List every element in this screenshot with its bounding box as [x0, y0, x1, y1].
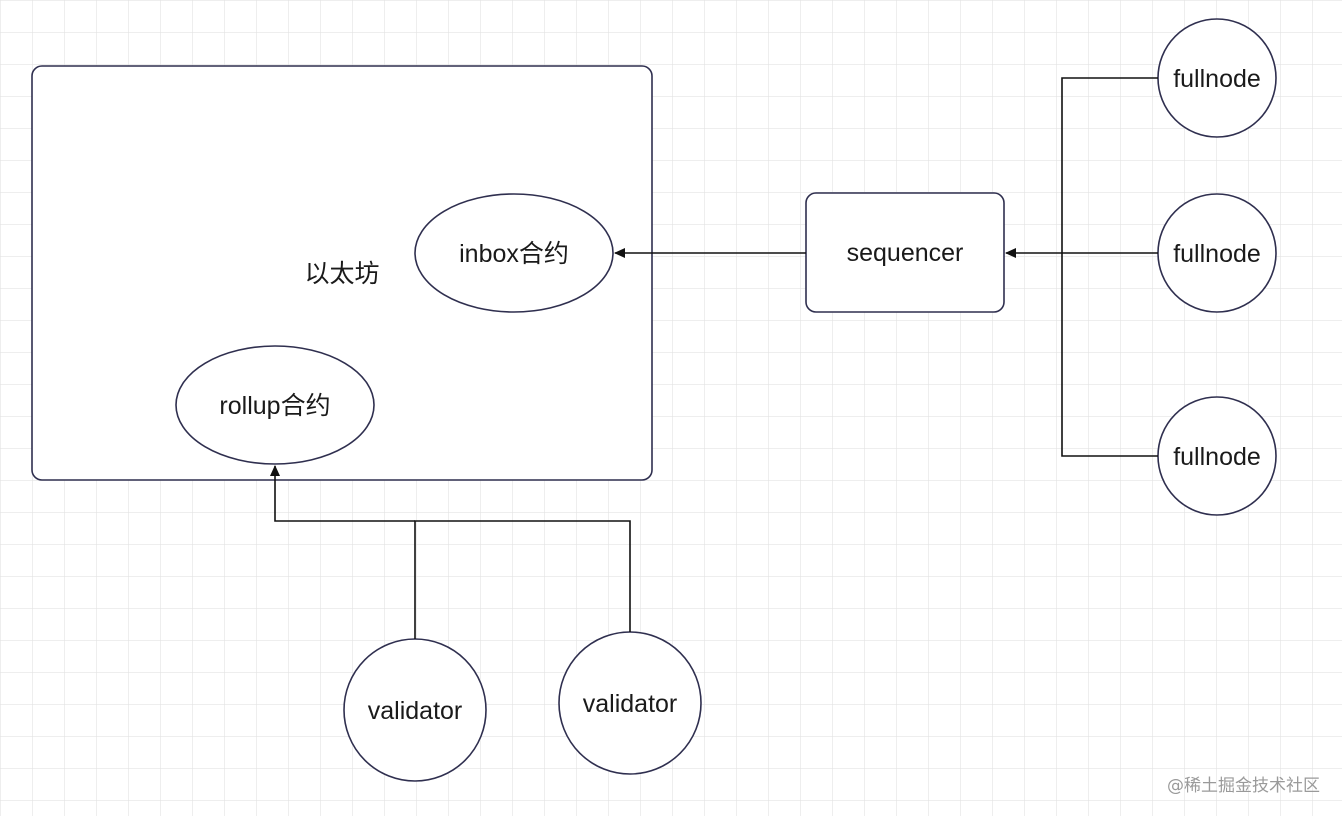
edge-validators-to-rollup — [270, 465, 415, 522]
edge-validators-bus — [414, 520, 631, 639]
ethereum-label: 以太坊 — [304, 260, 379, 288]
inbox-contract-node[interactable] — [414, 193, 614, 313]
fullnode-label-3: fullnode — [1173, 443, 1261, 471]
watermark-text: @稀土掘金技术社区 — [1167, 776, 1320, 796]
fullnode-label-2: fullnode — [1173, 240, 1261, 268]
rollup-contract-label: rollup合约 — [219, 392, 330, 420]
rollup-contract-node[interactable] — [175, 345, 375, 465]
validator-label-1: validator — [368, 697, 463, 725]
sequencer-label: sequencer — [847, 239, 964, 267]
validator-label-2: validator — [583, 690, 678, 718]
fullnode-label-1: fullnode — [1173, 65, 1261, 93]
ethereum-container[interactable] — [31, 65, 653, 481]
edge-fullnodes-bus — [1061, 77, 1158, 457]
inbox-contract-label: inbox合约 — [459, 240, 569, 268]
